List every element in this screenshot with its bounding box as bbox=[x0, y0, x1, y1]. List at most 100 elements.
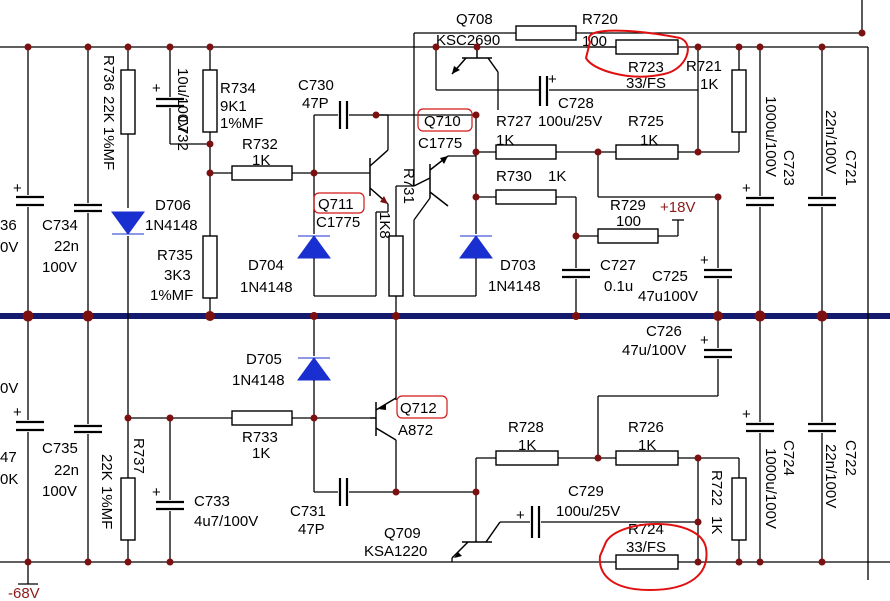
r735-ref: R735 bbox=[157, 247, 193, 264]
r723-value: 33/FS bbox=[626, 75, 666, 92]
r720-ref: R720 bbox=[582, 11, 618, 28]
edge-text-bot-b: 47 bbox=[0, 449, 17, 466]
diode-d706: D706 1N4148 bbox=[111, 197, 198, 418]
r734-ref: R734 bbox=[220, 80, 256, 97]
c731-ref: C731 bbox=[290, 503, 326, 520]
c735-value2: 100V bbox=[42, 483, 77, 500]
capacitor-c724: + C724 1000u/100V bbox=[742, 316, 797, 562]
r737-ref: R737 bbox=[130, 438, 147, 474]
svg-text:+: + bbox=[13, 404, 22, 421]
d703-part: 1N4148 bbox=[488, 278, 541, 295]
c726-ref: C726 bbox=[646, 323, 682, 340]
c723-value: 1000u/100V bbox=[762, 96, 779, 177]
svg-text:+: + bbox=[700, 332, 709, 349]
c734-value2: 100V bbox=[42, 259, 77, 276]
q712-part: A872 bbox=[398, 422, 433, 439]
diode-d704: D704 1N4148 bbox=[240, 173, 376, 297]
c730-ref: C730 bbox=[298, 77, 334, 94]
c727-ref: C727 bbox=[600, 257, 636, 274]
c734-ref: C734 bbox=[42, 217, 78, 234]
r723-highlight bbox=[584, 29, 689, 78]
r722-value: 1K bbox=[708, 516, 725, 534]
c733-ref: C733 bbox=[194, 493, 230, 510]
c721-value: 22n/100V bbox=[822, 110, 839, 174]
resistor-r729: R729 100 +18V bbox=[576, 197, 695, 244]
r730-ref: R730 bbox=[496, 168, 532, 185]
r731-value: 1K8 bbox=[376, 212, 393, 239]
supply-plus18v: +18V bbox=[660, 199, 695, 216]
r733-value: 1K bbox=[252, 445, 270, 462]
d703-ref: D703 bbox=[500, 257, 536, 274]
q710-ref: Q710 bbox=[424, 113, 461, 130]
q708-part: KSC2690 bbox=[436, 32, 500, 49]
resistor-r731: R731 1K8 bbox=[376, 168, 417, 316]
q710-part: C1775 bbox=[418, 135, 462, 152]
resistor-r726: R726 1K bbox=[597, 395, 718, 466]
resistor-r732: R732 1K bbox=[210, 136, 370, 181]
resistor-r735: R735 3K3 1%MF bbox=[150, 235, 218, 316]
transistor-q709: Q709 KSA1220 bbox=[364, 521, 501, 562]
transistor-q711: Q711 C1775 bbox=[313, 114, 389, 296]
r724-highlight bbox=[598, 523, 708, 592]
svg-text:+: + bbox=[516, 507, 525, 524]
r724-value: 33/FS bbox=[626, 539, 666, 556]
d704-part: 1N4148 bbox=[240, 279, 293, 296]
supply-minus68v: -68V bbox=[8, 562, 40, 601]
c723-ref: C723 bbox=[780, 150, 797, 186]
resistor-r734: R734 9K1 1%MF bbox=[202, 47, 263, 236]
c731-value: 47P bbox=[298, 521, 325, 538]
r727-ref: R727 bbox=[496, 113, 532, 130]
r721-ref: R721 bbox=[686, 58, 722, 75]
edge-text-top-b: 0V bbox=[0, 239, 18, 256]
r730-value: 1K bbox=[548, 168, 566, 185]
capacitor-c728: + C728 bbox=[538, 47, 699, 152]
r736-value: 22K 1%MF bbox=[100, 96, 117, 170]
c722-value: 22n/100V bbox=[822, 444, 839, 508]
resistor-r737: R737 22K 1%MF bbox=[98, 418, 147, 562]
transistor-q708: Q708 KSC2690 bbox=[413, 11, 540, 186]
r732-value: 1K bbox=[252, 152, 270, 169]
r734-tol: 1%MF bbox=[220, 115, 263, 132]
q711-part: C1775 bbox=[316, 214, 360, 231]
c721-ref: C721 bbox=[842, 150, 859, 186]
c728-ref: C728 bbox=[558, 95, 594, 112]
resistor-r725: R725 1K bbox=[597, 113, 718, 198]
svg-text:+: + bbox=[700, 252, 709, 269]
capacitor-c723: + 1000u/100V C723 bbox=[742, 47, 797, 316]
q711-ref: Q711 bbox=[318, 196, 354, 213]
c724-value: 1000u/100V bbox=[762, 448, 779, 529]
resistor-r727: R727 1K 100u/25V bbox=[475, 113, 616, 197]
c729-ref: C729 bbox=[568, 483, 604, 500]
c736-partial: + 36 0V bbox=[0, 47, 44, 316]
r723-extra: 100 bbox=[582, 33, 607, 50]
r725-ref: R725 bbox=[628, 113, 664, 130]
svg-text:+: + bbox=[152, 484, 161, 501]
r728-ref: R728 bbox=[508, 419, 544, 436]
q709-part: KSA1220 bbox=[364, 543, 427, 560]
capacitor-c727: C727 0.1u bbox=[562, 257, 636, 316]
diode-d703: D703 1N4148 bbox=[413, 197, 541, 297]
capacitor-c725: + C725 47u100V bbox=[638, 197, 732, 316]
c735-value1: 22n bbox=[54, 462, 79, 479]
r729-ref: R729 bbox=[610, 197, 646, 214]
capacitor-c735: C735 22n 100V bbox=[42, 316, 102, 562]
q712-ref: Q712 bbox=[400, 400, 437, 417]
resistor-r736: R736 22K 1%MF bbox=[100, 47, 136, 208]
q708-ref: Q708 bbox=[456, 11, 493, 28]
c732-value: 10u/100V bbox=[174, 68, 191, 132]
capacitor-c722: C722 22n/100V bbox=[808, 316, 859, 562]
r722-ref: R722 bbox=[708, 470, 725, 506]
resistor-r728: R728 1K bbox=[475, 419, 616, 540]
diode-d705: D705 1N4148 bbox=[232, 316, 331, 492]
capacitor-c729: + C729 100u/25V bbox=[500, 483, 698, 538]
svg-text:+: + bbox=[152, 80, 161, 97]
c728-value: 100u/25V bbox=[538, 113, 602, 130]
r727-value: 1K bbox=[496, 132, 514, 149]
resistor-r722: R722 1K bbox=[697, 457, 747, 562]
capacitor-c730: C730 47P bbox=[298, 77, 376, 173]
capacitor-c726: + C726 47u/100V bbox=[622, 316, 732, 396]
r736-ref: R736 bbox=[100, 55, 117, 91]
supply-minus68v-label: -68V bbox=[8, 585, 40, 601]
c729-value: 100u/25V bbox=[556, 503, 620, 520]
